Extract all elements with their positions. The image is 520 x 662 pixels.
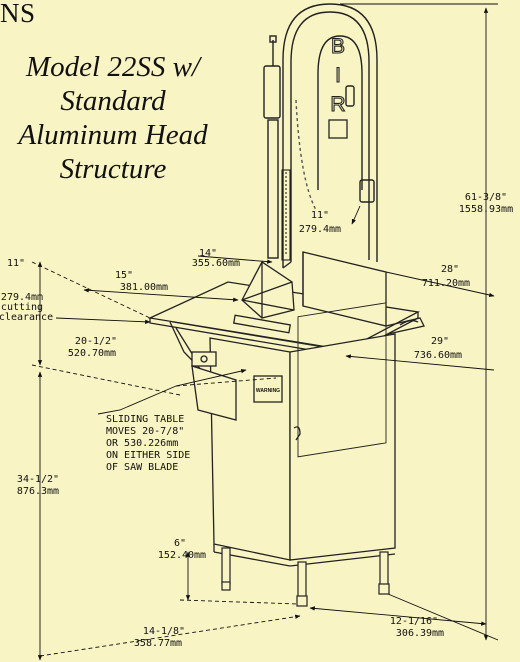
sliding-note-line-1: SLIDING TABLE <box>106 414 184 425</box>
saw-cabinet <box>191 302 396 567</box>
warning-label-plate <box>253 375 283 403</box>
dim-fence-mm: 711.20mm <box>422 278 470 289</box>
brand-letter-2: I <box>335 64 341 87</box>
dim-fence-in: 28" <box>441 264 459 275</box>
dim-table-front-mm: 520.70mm <box>68 348 116 359</box>
dim-leg-height-mm: 152.40mm <box>158 550 206 561</box>
saw-head <box>263 3 378 269</box>
dim-table-width-mm: 736.60mm <box>414 350 462 361</box>
caption-line-3: Aluminum Head <box>18 119 208 151</box>
dim-leg-height-in: 6" <box>174 538 186 549</box>
dim-table-height-in: 34-1/2" <box>17 474 59 485</box>
dim-overall-height-mm: 1558.93mm <box>459 204 513 215</box>
brand-square <box>328 119 348 139</box>
warning-label: WARNING <box>256 388 280 394</box>
dim-base-front-in: 14-1/8" <box>143 626 185 637</box>
dim-cutting-label-1: cutting <box>1 302 43 313</box>
dim-cutting-clearance-in: 11" <box>7 258 25 269</box>
title-fragment: NS <box>0 0 36 28</box>
caption-line-2: Standard <box>60 85 166 117</box>
blade-guide-post <box>281 169 291 261</box>
dim-base-front-mm: 358.77mm <box>134 638 182 649</box>
dim-table-depth-mm: 381.00mm <box>120 282 168 293</box>
dim-throat-in: 11" <box>311 210 329 221</box>
dim-cutting-clearance-mm: 279.4mm <box>1 292 43 303</box>
sliding-note-line-3: OR 530.226mm <box>106 438 178 449</box>
brand-letter-3: R <box>330 93 345 116</box>
dim-overall-height-in: 61-3/8" <box>465 192 507 203</box>
sliding-table-note: SLIDING TABLE MOVES 20-7/8" OR 530.226mm… <box>106 414 190 473</box>
dim-table-height-mm: 876.3mm <box>17 486 59 497</box>
brand-logo: B I R <box>328 34 348 139</box>
sliding-note-line-5: OF SAW BLADE <box>106 462 178 473</box>
sliding-note-line-2: MOVES 20-7/8" <box>106 426 184 437</box>
dim-blade-guide-mm: 355.60mm <box>192 258 240 269</box>
model-caption: Model 22SS w/ Standard Aluminum Head Str… <box>0 50 226 186</box>
dim-base-side-in: 12-1/16" <box>390 616 438 627</box>
dim-table-front-in: 20-1/2" <box>75 336 117 347</box>
dim-base-side-mm: 306.39mm <box>396 628 444 639</box>
dim-blade-guide-in: 14" <box>199 248 217 259</box>
caption-line-4: Structure <box>59 153 167 185</box>
brand-letter-1: B <box>331 35 345 58</box>
dimension-lines <box>31 3 499 661</box>
dimension-text: 61-3/8" 1558.93mm 11" 279.4mm 14" 355.60… <box>0 192 513 649</box>
dim-throat-mm: 279.4mm <box>299 224 341 235</box>
dim-table-width-in: 29" <box>431 336 449 347</box>
saw-legs <box>221 547 390 607</box>
dim-cutting-label-2: clearance <box>0 312 53 323</box>
sliding-note-line-4: ON EITHER SIDE <box>106 450 190 461</box>
dim-table-depth-in: 15" <box>115 270 133 281</box>
caption-line-1: Model 22SS w/ <box>26 51 200 83</box>
